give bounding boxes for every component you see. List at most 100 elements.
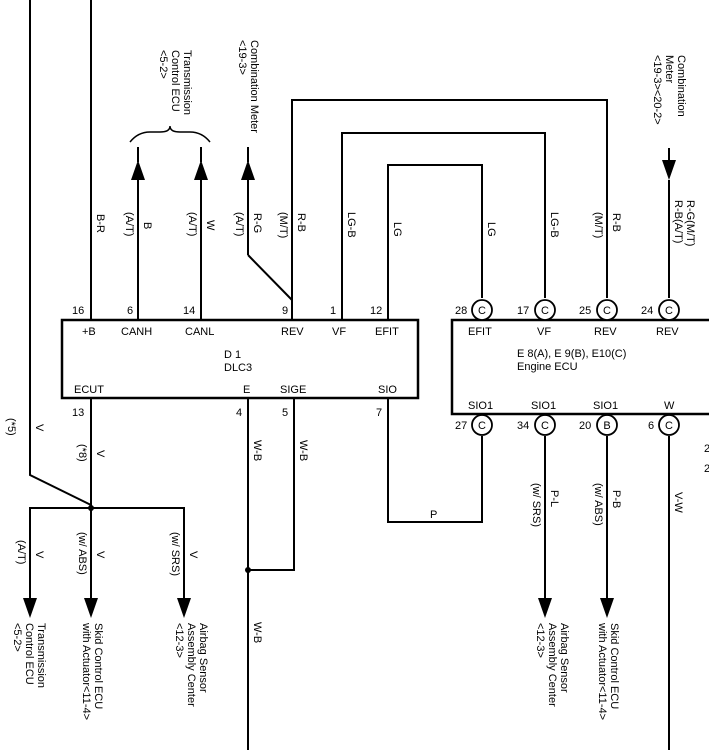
label-v-left: V — [33, 424, 45, 432]
label-rev-rb: R-B — [295, 213, 307, 232]
arrow-canh — [131, 160, 145, 180]
label-wb-sige: W-B — [297, 440, 309, 461]
wire-sige — [248, 398, 295, 571]
label-ecu-vf-lgb: LG-B — [548, 212, 560, 238]
label-ecu-rev-mt: (M/T) — [592, 212, 604, 238]
label-v-abs-note: (w/ ABS) — [76, 532, 88, 575]
brace-transmission — [129, 125, 211, 143]
ref-meter-top-1: Combination Meter — [248, 40, 260, 133]
label-vw: V-W — [672, 492, 684, 513]
pin-num-14: 14 — [183, 305, 195, 317]
ecu-conn-c-3: C — [603, 305, 611, 317]
label-canh-at: (A/T) — [123, 212, 135, 236]
pin-num-1: 1 — [330, 305, 336, 317]
dlc3-name: D 1 — [224, 349, 241, 361]
label-ecu-rev-rb: R-B — [610, 213, 622, 232]
dlc3-code: DLC3 — [224, 362, 252, 374]
ecu-conn-c-5: C — [478, 420, 486, 432]
ecu-pin-num-6: 6 — [648, 420, 654, 432]
pin-label-vf: VF — [332, 326, 346, 338]
ref-tcu-bot-1: Transmission — [35, 623, 47, 688]
junction-dot-e — [245, 567, 251, 573]
label-pb: P-B — [610, 490, 622, 508]
ecu-conn-c-4: C — [665, 305, 673, 317]
pin-label-rev: REV — [281, 326, 304, 338]
dlc3-box — [60, 318, 420, 400]
label-pl: P-L — [548, 490, 560, 507]
ecu-pin-label-sio1-a: SIO1 — [468, 400, 493, 412]
ecu-pin-label-vf: VF — [537, 326, 551, 338]
wire-branch-bar — [29, 507, 185, 600]
label-note5: (*5) — [5, 418, 17, 436]
arrow-tcu-bottom — [23, 598, 37, 618]
arrow-rg — [241, 160, 255, 180]
label-meter-rb: R-B(A/T) — [672, 200, 684, 243]
ref-meter-right-2: Meter — [663, 55, 675, 83]
ref-airbag-r-1: Airbag Sensor — [558, 623, 570, 693]
label-v-at-note: (A/T) — [15, 540, 27, 564]
ref-airbag-bot-1: Airbag Sensor — [197, 623, 209, 693]
arrow-meter-rev — [662, 160, 676, 180]
pin-label-ecut: ECUT — [74, 384, 104, 396]
pin-num-6: 6 — [127, 305, 133, 317]
ecu-pin-label-sio1-b: SIO1 — [531, 400, 556, 412]
ecu-conn-c-6: C — [541, 420, 549, 432]
engine-ecu-box — [450, 318, 709, 416]
ref-meter-top-2: <19-3> — [236, 40, 248, 75]
wire-efit-loop — [387, 164, 483, 320]
wire-labels-bottom: (*5) V (*8) V W-B W-B W-B P (w/ SRS) P-L… — [5, 418, 684, 643]
ecu-pin-num-28: 28 — [455, 305, 467, 317]
ecu-edge-num-b: 2 — [704, 463, 709, 475]
ecu-edge-num-a: 2 — [704, 443, 709, 455]
pin-label-canh: CANH — [121, 326, 152, 338]
label-rg-at: (A/T) — [233, 212, 245, 236]
label-canh-b: B — [141, 222, 153, 229]
pin-label-efit: EFIT — [375, 326, 399, 338]
ecu-pin-label-rev: REV — [594, 326, 617, 338]
label-meter-rg: R-G(M/T) — [684, 200, 696, 246]
ecu-conn-c-7: C — [665, 420, 673, 432]
ref-airbag-r-3: <12-3> — [534, 623, 546, 658]
pin-label-plus-b: +B — [82, 326, 96, 338]
ecu-pin-label-w: W — [664, 400, 675, 412]
pin-label-sige: SIGE — [280, 384, 306, 396]
label-rg: R-G — [251, 213, 263, 233]
ref-tcu-bot-3: <5-2> — [11, 623, 23, 652]
label-v-srs: V — [187, 551, 199, 559]
ref-skid-bot-1: Skid Control ECU — [92, 623, 104, 709]
junction-dot-ecut — [88, 505, 94, 511]
ecu-pin-num-24: 24 — [641, 305, 653, 317]
pin-num-4: 4 — [236, 407, 242, 419]
arrow-skid-right — [600, 598, 614, 618]
ecu-pin-num-17: 17 — [517, 305, 529, 317]
ref-meter-right-1: Combination — [675, 55, 687, 117]
reference-labels: Transmission Control ECU <5-2> Combinati… — [11, 40, 687, 720]
label-wb-e: W-B — [251, 440, 263, 461]
pin-num-16: 16 — [72, 305, 84, 317]
ref-tcu-bot-2: Control ECU — [23, 623, 35, 685]
ref-skid-r-1: Skid Control ECU — [608, 623, 620, 709]
arrow-skid-bottom — [84, 598, 98, 618]
pin-num-9: 9 — [282, 305, 288, 317]
ref-tcu-top-2: Control ECU — [169, 50, 181, 112]
label-v-srs-note: (w/ SRS) — [169, 532, 181, 576]
wire-vf-loop — [341, 132, 546, 320]
label-canl-w: W — [204, 220, 216, 231]
pin-num-5: 5 — [282, 407, 288, 419]
wire-labels-top: B-R (A/T) B (A/T) W (A/T) R-G (M/T) R-B … — [94, 200, 696, 246]
label-p: P — [430, 509, 437, 521]
ecu-subtitle: Engine ECU — [517, 361, 578, 373]
ecu-conn-c-2: C — [541, 305, 549, 317]
label-pl-note: (w/ SRS) — [530, 483, 542, 527]
ecu-name: E 8(A), E 9(B), E10(C) — [517, 348, 626, 360]
ref-airbag-bot-3: <12-3> — [173, 623, 185, 658]
label-b-r: B-R — [94, 214, 106, 233]
pin-label-e: E — [243, 384, 250, 396]
arrow-airbag-right — [538, 598, 552, 618]
ref-meter-right-3: <19-3><20-2> — [651, 55, 663, 125]
label-ecut-v: V — [94, 450, 106, 458]
ecu-connector-nodes — [471, 299, 680, 436]
wire-sio-p — [387, 398, 483, 523]
ref-tcu-top-1: Transmission — [181, 50, 193, 115]
ecu-pin-num-20: 20 — [579, 420, 591, 432]
